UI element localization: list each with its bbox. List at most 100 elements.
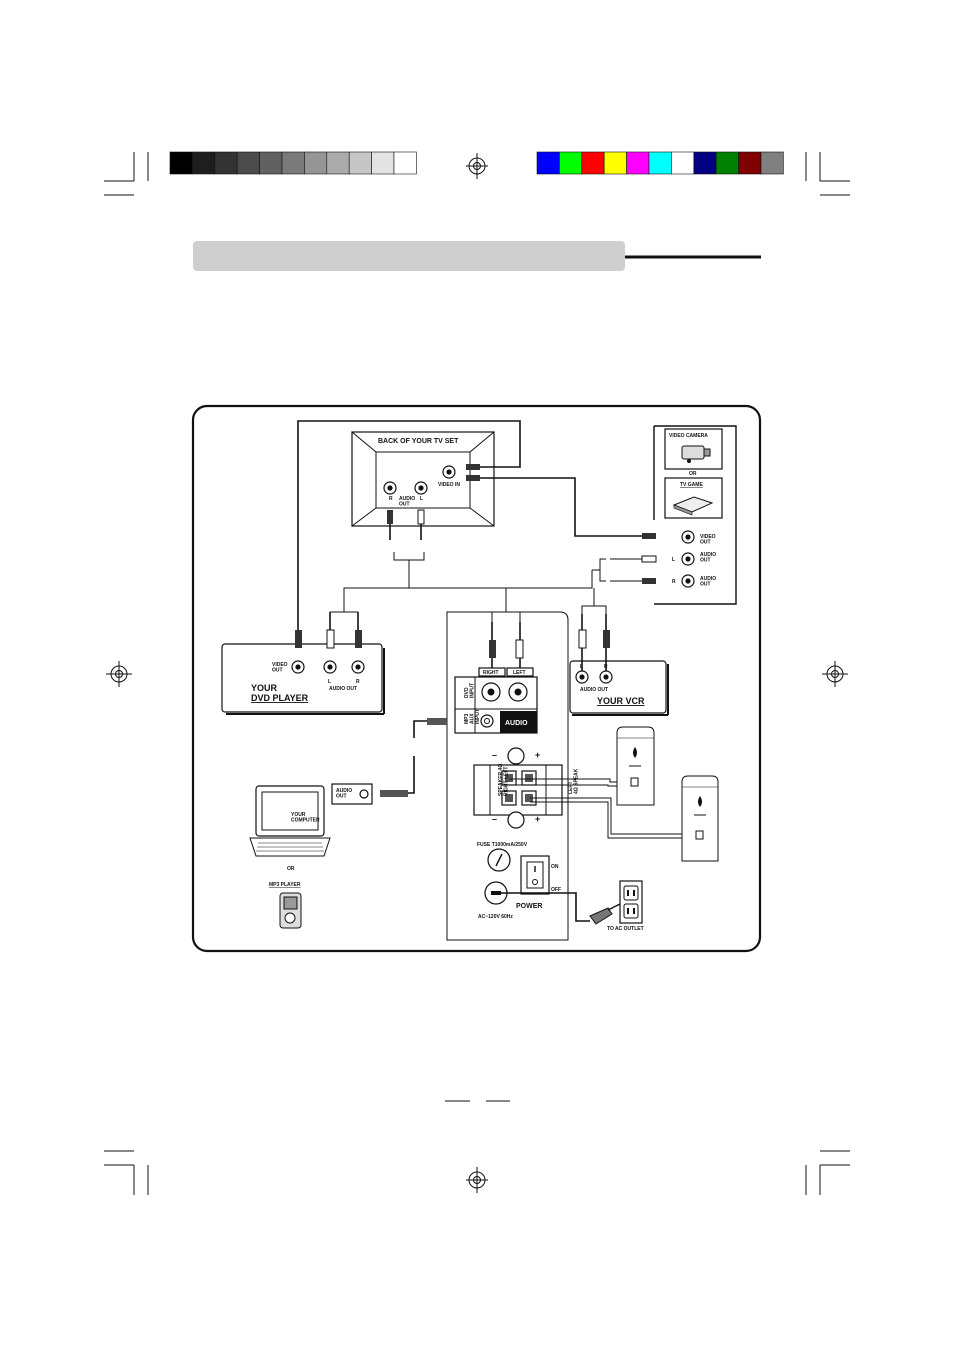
ac-outlet-label: TO AC OUTLET bbox=[607, 926, 644, 932]
color-strip-swatch bbox=[648, 151, 672, 175]
speaker-front bbox=[616, 726, 655, 806]
fuse-label: FUSE T1000mA/250V bbox=[477, 842, 528, 848]
ac-outlet bbox=[619, 880, 643, 924]
speaker-right-label: SPEAKER 4ΩRIGHT LEFT bbox=[498, 764, 510, 796]
tv-audio-l-jack bbox=[414, 481, 428, 495]
unit-dvd-right-jack bbox=[481, 682, 501, 702]
dvd-audio-l-jack bbox=[323, 660, 337, 674]
color-strip-swatch bbox=[693, 151, 717, 175]
color-calibration-strip bbox=[536, 151, 784, 175]
camera-l-label: L bbox=[672, 557, 675, 563]
gray-strip-swatch bbox=[393, 151, 417, 175]
routing-lines bbox=[330, 570, 607, 622]
camera-audio-l-jack bbox=[681, 552, 695, 566]
camera-video-out-jack bbox=[681, 530, 695, 544]
off-label: OFF bbox=[551, 887, 561, 893]
color-strip-swatch bbox=[559, 151, 583, 175]
dvd-audio-out-label: AUDIO OUT bbox=[329, 686, 357, 692]
power-cord bbox=[496, 892, 621, 925]
gray-strip-swatch bbox=[169, 151, 193, 175]
power-label: POWER bbox=[516, 903, 542, 910]
dvd-l-label: L bbox=[328, 679, 331, 685]
tv-title: BACK OF YOUR TV SET bbox=[378, 438, 459, 445]
gray-strip-swatch bbox=[192, 151, 216, 175]
unit-dvd-left-jack bbox=[508, 682, 528, 702]
gray-strip-swatch bbox=[259, 151, 283, 175]
plus-sign-top: + bbox=[535, 750, 540, 760]
tv-video-in-label: VIDEO IN bbox=[438, 482, 460, 488]
plus-sign-bottom: + bbox=[535, 814, 540, 824]
color-strip-swatch bbox=[760, 151, 784, 175]
gray-strip-swatch bbox=[214, 151, 238, 175]
unit-right-label: RIGHT bbox=[483, 670, 499, 676]
tv-game-label: TV GAME bbox=[680, 482, 703, 488]
dvd-video-out-jack bbox=[291, 660, 305, 674]
minus-sign-bottom: – bbox=[492, 814, 497, 824]
tv-video-in-jack bbox=[442, 465, 456, 479]
minus-sign-top: – bbox=[492, 750, 497, 760]
color-strip-swatch bbox=[536, 151, 560, 175]
mp3-player-icon bbox=[279, 892, 302, 929]
fuse-holder bbox=[487, 848, 511, 872]
tv-r-label: R bbox=[389, 496, 393, 502]
vcr-r-label: R bbox=[604, 664, 608, 670]
vcr-title: YOUR VCR bbox=[597, 696, 645, 706]
audio-label: AUDIO bbox=[505, 720, 528, 727]
color-strip-swatch bbox=[603, 151, 627, 175]
registration-mark-right bbox=[822, 661, 848, 687]
unit-left-label: LEFT bbox=[513, 670, 526, 676]
vcr-audio-l-jack bbox=[575, 670, 589, 684]
gray-strip-swatch bbox=[348, 151, 372, 175]
dvd-r-label: R bbox=[356, 679, 360, 685]
mp3-aux-input-label: MP3AUXINPUT bbox=[464, 709, 481, 724]
tv-audio-r-jack bbox=[383, 481, 397, 495]
video-camera-label: VIDEO CAMERA bbox=[669, 433, 708, 439]
color-strip-swatch bbox=[671, 151, 695, 175]
color-strip-swatch bbox=[626, 151, 650, 175]
tv-l-label: L bbox=[420, 496, 423, 502]
registration-mark-top bbox=[466, 153, 488, 179]
speaker-terminals: – + – + SPEAKER 4ΩRIGHT LEFT LEFT4Ω SPEA… bbox=[473, 747, 580, 829]
crop-marks bbox=[104, 152, 850, 1195]
dvd-audio-r-jack bbox=[351, 660, 365, 674]
dvd-title-1: YOUR bbox=[251, 683, 278, 693]
vcr-l-label: L bbox=[580, 664, 583, 670]
unit-aux-jack bbox=[480, 714, 494, 728]
dvd-title-2: DVD PLAYER bbox=[251, 693, 309, 703]
camera-audio-r-jack bbox=[681, 574, 695, 588]
power-switch bbox=[520, 855, 550, 895]
tv-video-cables bbox=[297, 420, 642, 630]
camera-r-label: R bbox=[672, 579, 676, 585]
main-unit-panel: RIGHT LEFT DVDINPUT MP3AUXINPUT AUDIO – … bbox=[446, 611, 580, 941]
vcr-audio-r-jack bbox=[599, 670, 613, 684]
speaker-left-label: LEFT4Ω SPEAK bbox=[568, 768, 580, 794]
on-label: ON bbox=[551, 864, 559, 870]
tv-audio-plugs bbox=[387, 509, 425, 588]
vcr-audio-out-label: AUDIO OUT bbox=[580, 687, 608, 693]
ac-spec-label: AC~120V 60Hz bbox=[478, 914, 513, 920]
mp3-player-label: MP3 PLAYER bbox=[269, 882, 301, 888]
game-console-icon bbox=[672, 496, 714, 516]
aux-cable bbox=[380, 718, 447, 797]
color-strip-swatch bbox=[715, 151, 739, 175]
gray-strip-swatch bbox=[326, 151, 350, 175]
gray-strip-swatch bbox=[236, 151, 260, 175]
registration-mark-left bbox=[106, 661, 132, 687]
gray-strip-swatch bbox=[281, 151, 305, 175]
registration-mark-bottom bbox=[466, 1167, 488, 1193]
dvd-input-label: DVDINPUT bbox=[464, 683, 476, 698]
camcorder-icon bbox=[681, 445, 711, 463]
computer-or-label: OR bbox=[287, 866, 295, 872]
gray-strip-swatch bbox=[371, 151, 395, 175]
grayscale-calibration-strip bbox=[169, 151, 417, 175]
